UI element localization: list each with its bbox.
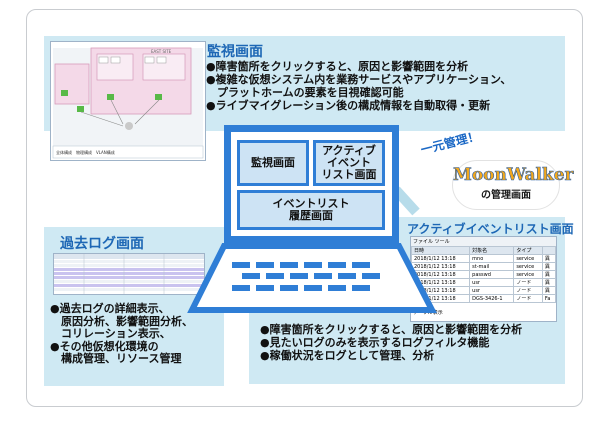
monitor-screenshot: EAST SITE 全体構成 物理構成 VLAN構成 (50, 41, 206, 161)
active-title: アクティブイベントリスト画面 (407, 222, 574, 236)
thumb-tab-3[interactable]: VLAN構成 (96, 149, 115, 155)
monitor-title: 監視画面 (207, 44, 263, 60)
site-label: EAST SITE (151, 49, 172, 54)
active-bullet-2: 見たいログのみを表示するログフィルタ機能 (260, 336, 522, 349)
box-active-event-list[interactable]: アクティブ イベント リスト画面 (313, 140, 385, 186)
keyboard-row-3 (232, 285, 370, 291)
pastlog-bullet-1: 過去ログの詳細表示、 (50, 302, 193, 316)
pastlog-bullet-1b: 原因分析、影響範囲分析、 (61, 314, 193, 328)
pastlog-bullet-1c: コリレーション表示、 (61, 327, 171, 340)
box-monitor[interactable]: 監視画面 (237, 140, 309, 186)
monitor-bullet-1: 障害箇所をクリックすると、原因と影響範囲を分析 (206, 60, 511, 73)
monitor-bullet-2: 複雑な仮想システム内を業務サービスやアプリケーション、 (206, 73, 512, 86)
monitor-bullet-2-cont: プラットホームの要素を目視確認可能 (217, 86, 404, 99)
topology-map: EAST SITE 全体構成 物理構成 VLAN構成 (52, 47, 204, 159)
laptop-screen: 監視画面 アクティブ イベント リスト画面 イベントリスト 履歴画面 (224, 125, 399, 243)
table-cell: DGS-3426-1 (469, 294, 515, 303)
thumb-tab-1[interactable]: 全体構成 (56, 149, 72, 155)
node-icon (155, 94, 162, 100)
pastlog-bullets: 過去ログの詳細表示、 原因分析、影響範囲分析、 コリレーション表示、 その他仮想… (50, 302, 193, 366)
pastlog-bullet-2: その他仮想化環境の (50, 340, 193, 354)
brand-name: MoonWalker (453, 165, 574, 186)
pastlog-bullet-2b: 構成管理、リソース管理 (61, 352, 182, 365)
brand-subtitle: の管理画面 (481, 190, 531, 201)
monitor-bullet-3: ライブマイグレーション後の構成情報を自動取得・更新 (206, 99, 511, 112)
node-icon (107, 94, 114, 100)
table-cell: Fa (541, 294, 556, 303)
active-bullet-3: 稼働状況をログとして管理、分析 (260, 349, 522, 362)
node-icon (77, 106, 84, 112)
box-event-history[interactable]: イベントリスト 履歴画面 (237, 190, 385, 230)
keyboard-row-1 (232, 262, 370, 268)
moonwalker-logo: MoonWalker の管理画面 (452, 160, 574, 210)
active-bullets: 障害箇所をクリックすると、原因と影響範囲を分析 見たいログのみを表示するログフィ… (260, 323, 523, 362)
monitor-bullets: 障害箇所をクリックすると、原因と影響範囲を分析 複雑な仮想システム内を業務サービ… (206, 60, 512, 112)
node-icon (61, 90, 68, 96)
active-bullet-1: 障害箇所をクリックすると、原因と影響範囲を分析 (260, 323, 523, 336)
pastlog-screenshot (53, 253, 205, 295)
keyboard-row-2 (242, 273, 380, 279)
pastlog-title: 過去ログ画面 (60, 236, 144, 252)
thumb-tab-2[interactable]: 物理構成 (76, 149, 92, 155)
thumb-menu: ファイル ツール (411, 237, 556, 246)
